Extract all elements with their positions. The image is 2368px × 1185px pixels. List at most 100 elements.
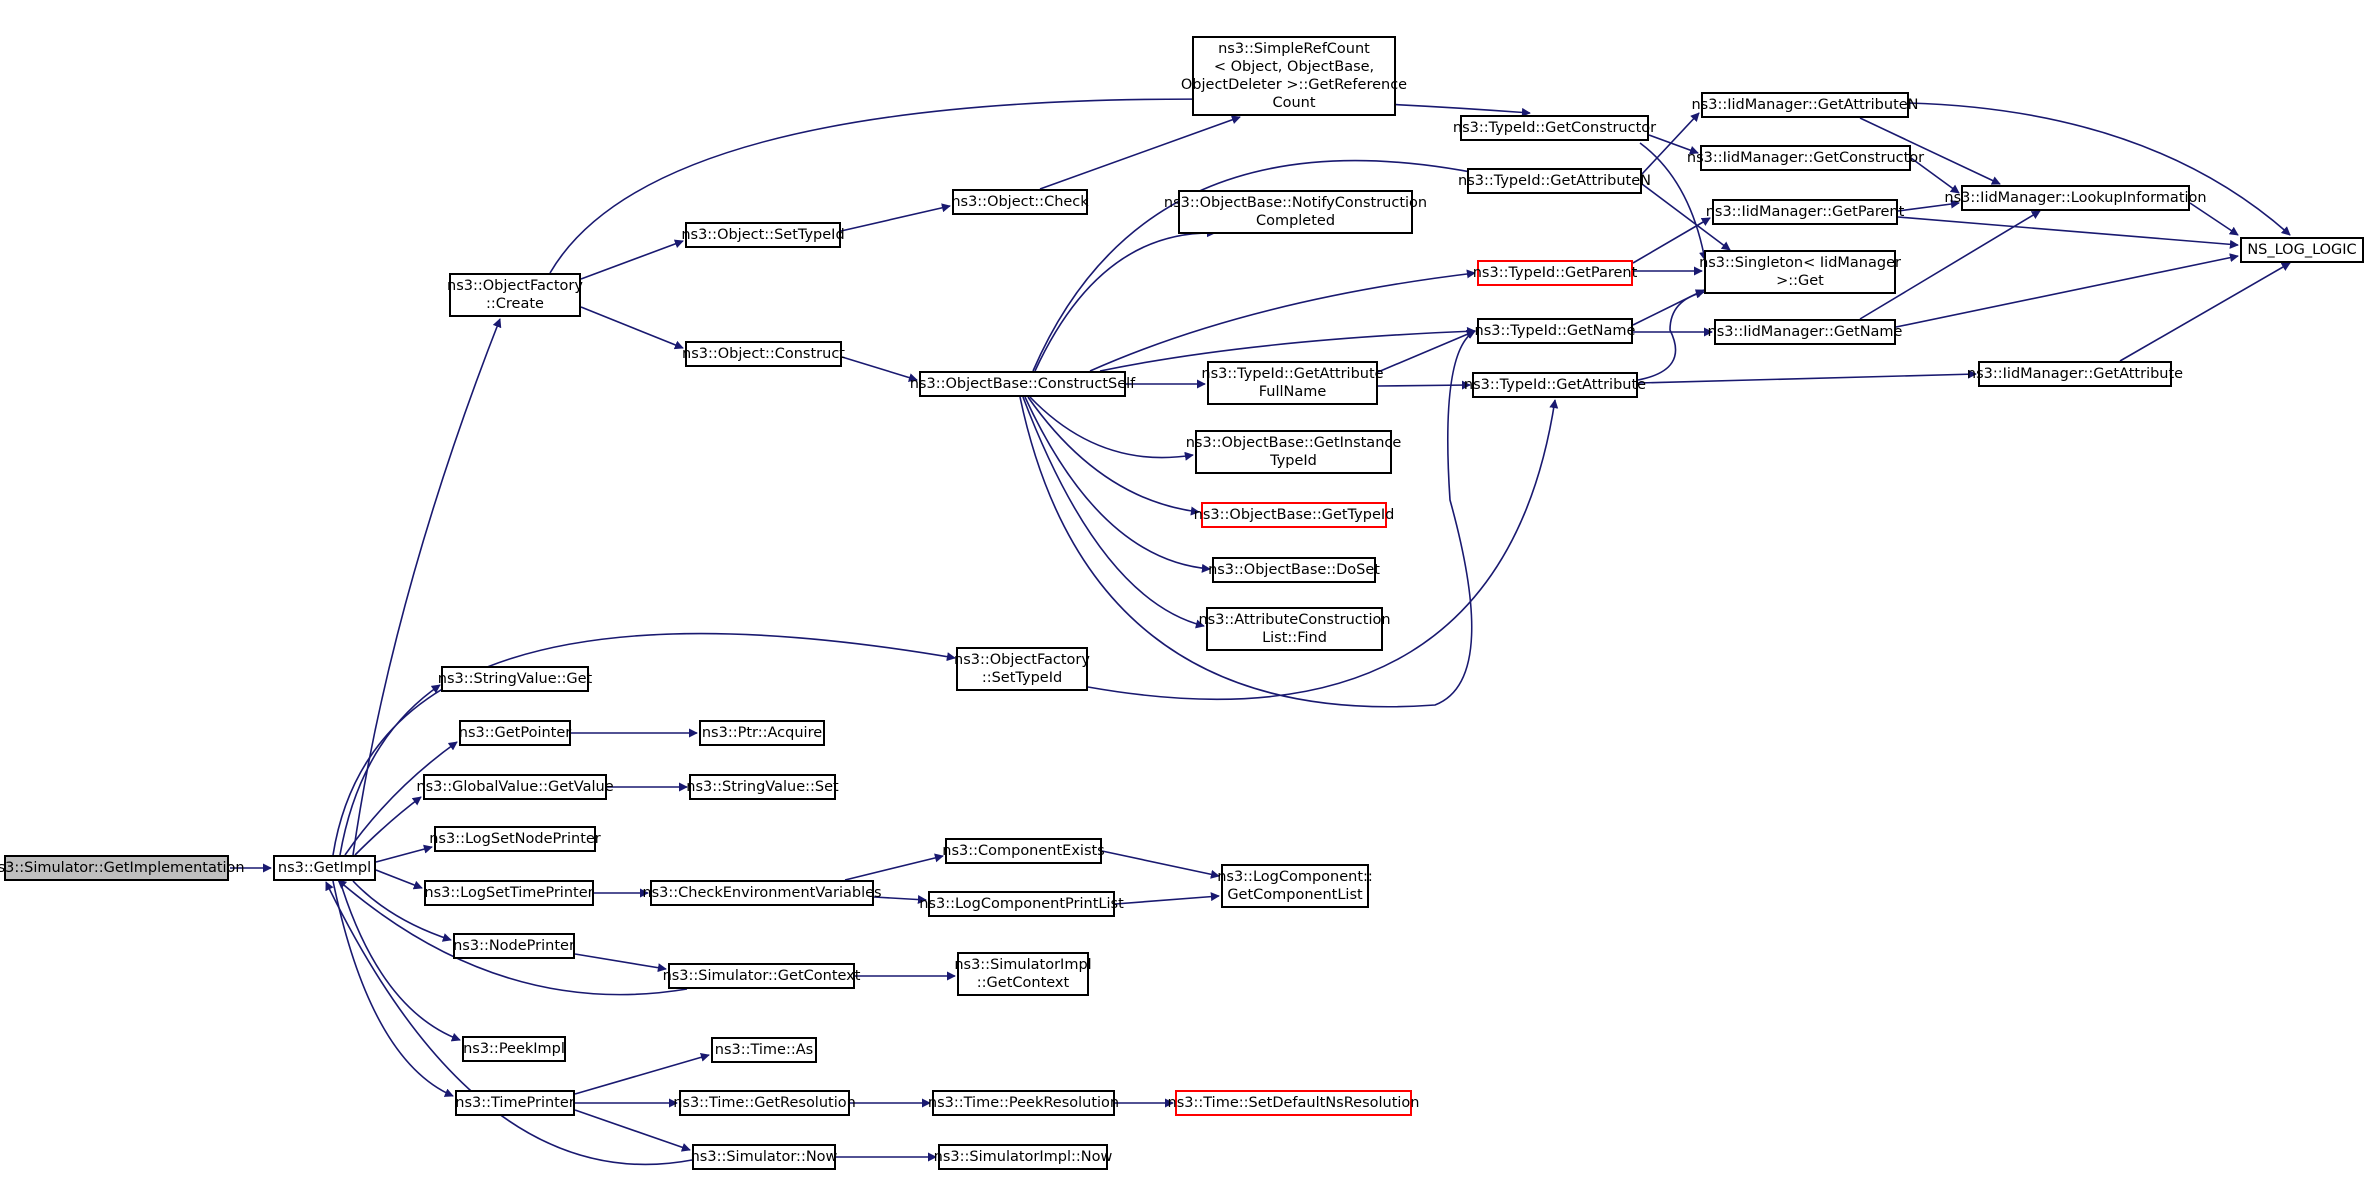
node-label-line: ns3::Time::PeekResolution [927,1095,1120,1111]
node-time-peek-resolution[interactable]: ns3::Time::PeekResolution [928,1090,1119,1116]
node-ptr-acquire[interactable]: ns3::Ptr::Acquire [699,720,825,746]
node-component-exists[interactable]: ns3::ComponentExists [942,838,1105,864]
node-label-line: ns3::LogSetNodePrinter [429,831,601,847]
node-label-line: Count [1272,95,1316,111]
node-label-line: ns3::LogSetTimePrinter [424,885,594,901]
node-type-id-get-parent[interactable]: ns3::TypeId::GetParent [1473,260,1637,286]
call-edge [844,853,944,881]
node-simulator-impl-get-context[interactable]: ns3::SimulatorImpl::GetContext [954,952,1092,996]
call-edge [1024,396,1211,573]
node-type-id-get-attribute[interactable]: ns3::TypeId::GetAttribute [1464,372,1646,398]
node-label-line: ns3::Simulator::GetContext [662,968,861,984]
node-label-line: ns3::TypeId::GetAttribute [1463,377,1647,393]
call-edge [873,895,927,905]
node-label-line: ns3::TypeId::GetAttributeN [1458,173,1652,189]
node-label-line: ns3::ObjectBase::ConstructSelf [909,376,1136,392]
node-simulator-now[interactable]: ns3::Simulator::Now [691,1144,837,1170]
call-edge [1637,289,1705,381]
node-node-printer[interactable]: ns3::NodePrinter [453,933,575,959]
call-edge [580,239,684,280]
node-check-environment-variables[interactable]: ns3::CheckEnvironmentVariables [642,880,882,906]
node-iid-manager-lookup-information[interactable]: ns3::IidManager::LookupInformation [1944,185,2207,211]
node-label-line: ns3::ComponentExists [942,843,1105,859]
node-iid-manager-get-parent[interactable]: ns3::IidManager::GetParent [1706,199,1904,225]
node-label-line: ns3::GlobalValue::GetValue [416,779,614,795]
call-edge [1089,269,1476,372]
call-edge [1087,399,1559,700]
node-get-impl[interactable]: ns3::GetImpl [273,855,376,881]
node-label-line: ns3::ObjectFactory [447,278,583,294]
node-object-construct[interactable]: ns3::Object::Construct [682,341,845,367]
node-simple-ref-count-get-reference-count[interactable]: ns3::SimpleRefCount< Object, ObjectBase,… [1181,36,1407,116]
call-edge [1029,396,1194,461]
node-time-set-default-ns-resolution[interactable]: ns3::Time::SetDefaultNsResolution [1168,1090,1419,1116]
node-label-line: ns3::LogComponentPrintList [919,896,1124,912]
node-type-id-get-name[interactable]: ns3::TypeId::GetName [1474,318,1636,344]
node-log-component-print-list[interactable]: ns3::LogComponentPrintList [919,891,1124,917]
node-object-base-construct-self[interactable]: ns3::ObjectBase::ConstructSelf [910,371,1135,397]
call-edge [332,880,454,1097]
node-label-line: ::SetTypeId [981,670,1063,686]
call-edge [2189,202,2239,236]
call-edge [1895,253,2239,328]
node-iid-manager-get-attribute-n[interactable]: ns3::IidManager::GetAttributeN [1691,92,1919,118]
node-label-line: NS_LOG_LOGIC [2247,242,2357,258]
node-iid-manager-get-constructor[interactable]: ns3::IidManager::GetConstructor [1687,145,1924,171]
node-label-line: ns3::ObjectBase::NotifyConstruction [1163,195,1428,211]
node-label-line: ns3::Simulator::GetImplementation [0,860,245,876]
node-time-as[interactable]: ns3::Time::As [711,1037,817,1063]
node-object-base-get-type-id[interactable]: ns3::ObjectBase::GetTypeId [1194,502,1394,528]
node-label-line: ns3::IidManager::GetName [1707,324,1903,340]
node-time-get-resolution[interactable]: ns3::Time::GetResolution [673,1090,856,1116]
node-log-component-get-component-list[interactable]: ns3::LogComponent::GetComponentList [1217,864,1373,908]
call-edge [1910,157,1960,194]
call-edge [574,1052,710,1095]
node-get-pointer[interactable]: ns3::GetPointer [459,720,571,746]
call-edge [354,796,422,856]
call-edge [337,879,688,996]
node-log-set-node-printer[interactable]: ns3::LogSetNodePrinter [429,826,601,852]
node-simulator-impl-now[interactable]: ns3::SimulatorImpl::Now [934,1144,1112,1170]
call-edge [1859,210,2041,320]
node-string-value-set[interactable]: ns3::StringValue::Set [686,774,839,800]
node-label-line: ns3::IidManager::GetAttribute [1966,366,2184,382]
call-edge [1099,326,1476,372]
node-simulator-get-context[interactable]: ns3::Simulator::GetContext [663,963,860,989]
node-object-factory-set-type-id[interactable]: ns3::ObjectFactory::SetTypeId [954,647,1090,691]
node-global-value-get-value[interactable]: ns3::GlobalValue::GetValue [416,774,614,800]
node-object-base-do-set[interactable]: ns3::ObjectBase::DoSet [1208,557,1380,583]
node-singleton-iid-manager-get[interactable]: ns3::Singleton< IidManager>::Get [1699,250,1901,294]
node-label-line: ns3::AttributeConstruction [1198,612,1391,628]
node-ns-log-logic[interactable]: NS_LOG_LOGIC [2240,237,2364,263]
node-label-line: ns3::TypeId::GetName [1474,323,1636,339]
node-label-line: ns3::Object::SetTypeId [681,227,845,243]
node-iid-manager-get-attribute[interactable]: ns3::IidManager::GetAttribute [1967,361,2183,387]
call-edge [352,880,452,942]
call-edge [1641,183,1731,251]
node-string-value-get[interactable]: ns3::StringValue::Get [438,666,592,692]
call-edge [1114,892,1220,905]
node-type-id-get-attribute-n[interactable]: ns3::TypeId::GetAttributeN [1458,168,1651,194]
call-edge [1032,159,1501,372]
call-edge [1859,117,2001,185]
node-object-set-type-id[interactable]: ns3::Object::SetTypeId [681,222,845,248]
call-edge [344,741,458,856]
node-type-id-get-constructor[interactable]: ns3::TypeId::GetConstructor [1453,115,1656,141]
node-object-factory-create[interactable]: ns3::ObjectFactory::Create [447,273,583,317]
node-iid-manager-get-name[interactable]: ns3::IidManager::GetName [1708,319,1902,345]
node-label-line: ns3::Time::SetDefaultNsResolution [1167,1095,1420,1111]
node-label-line: ns3::GetImpl [277,860,372,876]
call-edge [580,306,684,350]
call-edge [1034,228,1216,372]
node-object-check[interactable]: ns3::Object::Check [951,189,1089,215]
call-edge [339,880,461,1042]
node-peek-impl[interactable]: ns3::PeekImpl [462,1036,566,1062]
node-log-set-time-printer[interactable]: ns3::LogSetTimePrinter [424,880,594,906]
node-time-printer[interactable]: ns3::TimePrinter [455,1090,575,1116]
call-edge [1377,380,1471,390]
node-label-line: ns3::Singleton< IidManager [1699,255,1901,271]
